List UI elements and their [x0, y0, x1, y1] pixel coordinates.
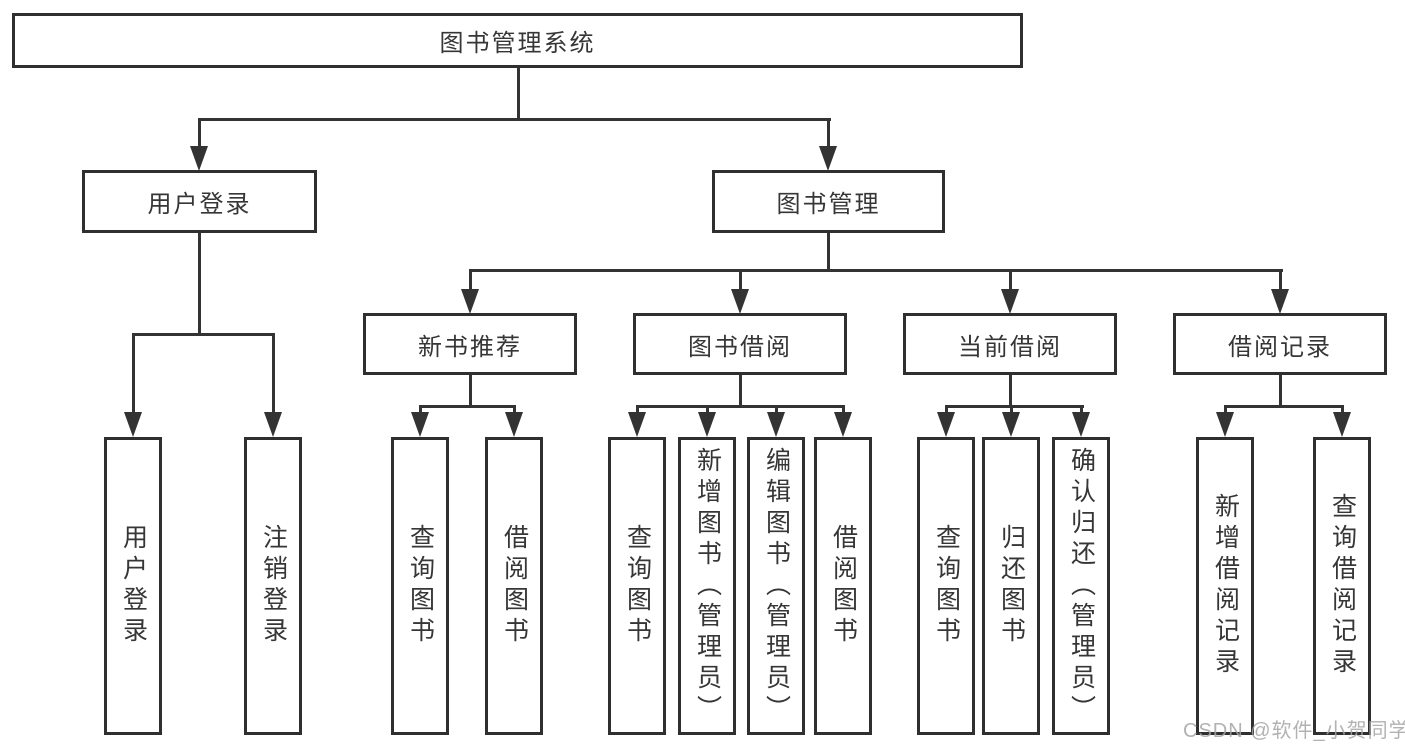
leaf-edit-books-admin: 编辑图书（管理员） — [747, 437, 805, 735]
leaf-user-login: 用户登录 — [104, 437, 162, 735]
arrow-head — [1072, 412, 1090, 437]
leaf-logout: 注销登录 — [244, 437, 302, 735]
node-label: 新书推荐 — [418, 333, 522, 361]
connector-line — [419, 405, 422, 417]
arrow-head — [124, 412, 142, 437]
leaf-confirm-return-admin: 确认归还（管理员） — [1052, 437, 1110, 735]
arrow-head — [937, 412, 955, 437]
connector-line — [513, 405, 516, 417]
node-label: 图书管理系统 — [439, 30, 596, 57]
leaf-label: 注销登录 — [259, 524, 288, 648]
arrow-head — [411, 412, 429, 437]
leaf-label: 借阅图书 — [500, 524, 529, 648]
connector-line — [1279, 269, 1282, 291]
arrow-head — [1216, 412, 1234, 437]
leaf-label: 新增借阅记录 — [1211, 493, 1240, 679]
arrow-head — [264, 412, 282, 437]
leaf-label: 查询图书 — [623, 524, 652, 648]
connector-line — [945, 405, 1084, 408]
arrow-head — [1001, 289, 1019, 314]
connector-line — [1279, 373, 1282, 408]
arrow-head — [461, 289, 479, 314]
connector-line — [1010, 405, 1013, 417]
connector-line — [636, 405, 845, 408]
connector-line — [739, 373, 742, 408]
node-label: 图书管理 — [776, 191, 881, 218]
leaf-query-books-2: 查询图书 — [608, 437, 666, 735]
arrow-head — [767, 412, 785, 437]
node-current-borrowing: 当前借阅 — [903, 313, 1117, 375]
node-root-system: 图书管理系统 — [12, 13, 1023, 68]
leaf-label: 查询图书 — [932, 524, 961, 648]
node-label: 图书借阅 — [688, 333, 792, 361]
leaf-return-books: 归还图书 — [982, 437, 1040, 735]
connector-line — [272, 333, 275, 414]
leaf-label: 用户登录 — [119, 524, 148, 648]
leaf-borrow-books-1: 借阅图书 — [485, 437, 543, 735]
connector-line — [469, 373, 472, 408]
connector-line — [198, 118, 831, 121]
node-book-borrowing: 图书借阅 — [633, 313, 847, 375]
connector-line — [739, 269, 742, 291]
connector-line — [1009, 269, 1012, 291]
connector-line — [636, 405, 639, 417]
arrow-head — [505, 412, 523, 437]
connector-line — [198, 233, 201, 336]
connector-line — [469, 269, 472, 291]
connector-line — [945, 405, 948, 417]
connector-line — [198, 118, 201, 148]
leaf-query-borrow-record: 查询借阅记录 — [1313, 437, 1371, 735]
arrow-head — [731, 289, 749, 314]
node-label: 当前借阅 — [958, 333, 1062, 361]
connector-line — [827, 233, 830, 272]
connector-line — [1224, 405, 1344, 408]
connector-line — [1080, 405, 1083, 417]
node-label: 借阅记录 — [1228, 333, 1332, 361]
arrow-head — [819, 146, 837, 171]
node-label: 用户登录 — [147, 191, 252, 218]
leaf-add-borrow-record: 新增借阅记录 — [1196, 437, 1254, 735]
connector-line — [827, 118, 830, 148]
connector-line — [132, 333, 135, 414]
node-user-login: 用户登录 — [82, 170, 317, 233]
connector-line — [1009, 373, 1012, 408]
leaf-label: 确认归还（管理员） — [1067, 446, 1096, 726]
arrow-head — [698, 412, 716, 437]
arrow-head — [190, 146, 208, 171]
connector-line — [775, 405, 778, 417]
leaf-label: 查询图书 — [406, 524, 435, 648]
connector-line — [469, 269, 1283, 272]
arrow-head — [1333, 412, 1351, 437]
node-book-management: 图书管理 — [712, 170, 945, 233]
connector-line — [419, 405, 516, 408]
connector-line — [1224, 405, 1227, 417]
connector-line — [517, 68, 520, 120]
arrow-head — [1271, 289, 1289, 314]
arrow-head — [1002, 412, 1020, 437]
node-new-book-recommend: 新书推荐 — [363, 313, 577, 375]
leaf-label: 编辑图书（管理员） — [762, 446, 791, 726]
leaf-label: 新增图书（管理员） — [693, 446, 722, 726]
connector-line — [132, 333, 275, 336]
leaf-label: 借阅图书 — [829, 524, 858, 648]
csdn-watermark: CSDN @软件_小贺同学 — [1183, 720, 1405, 742]
arrow-head — [834, 412, 852, 437]
connector-line — [1341, 405, 1344, 417]
leaf-label: 归还图书 — [997, 524, 1026, 648]
leaf-query-books-1: 查询图书 — [391, 437, 449, 735]
connector-line — [842, 405, 845, 417]
leaf-add-books-admin: 新增图书（管理员） — [678, 437, 736, 735]
leaf-label: 查询借阅记录 — [1328, 493, 1357, 679]
node-borrow-records: 借阅记录 — [1173, 313, 1387, 375]
leaf-query-books-3: 查询图书 — [917, 437, 975, 735]
arrow-head — [628, 412, 646, 437]
connector-line — [706, 405, 709, 417]
leaf-borrow-books-2: 借阅图书 — [814, 437, 872, 735]
